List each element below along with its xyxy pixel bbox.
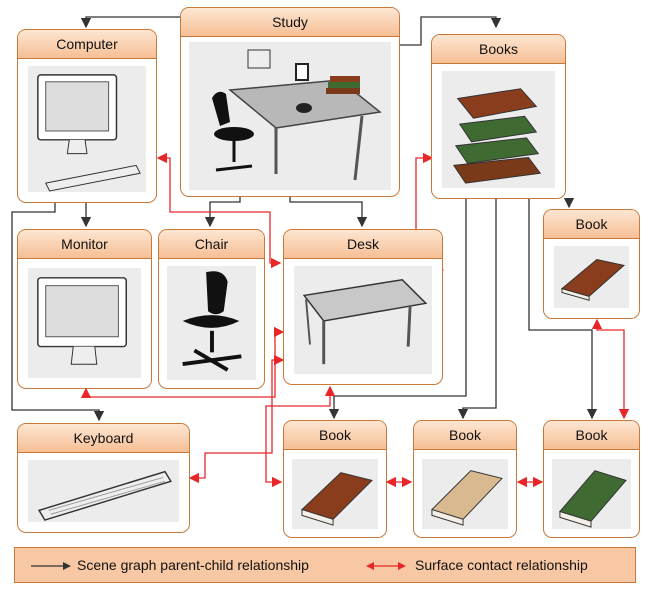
- contact-keyboard-desk: [188, 354, 285, 484]
- surface-contact-arrow-icon: [366, 562, 406, 570]
- book-right-title: Book: [544, 210, 639, 239]
- book-2-node: Book: [413, 420, 517, 538]
- study-node: Study: [180, 7, 400, 197]
- edge-books-book-2: [457, 198, 497, 420]
- book-3-image: [552, 459, 631, 529]
- desk-title: Desk: [284, 230, 442, 259]
- book-1-image: [292, 459, 378, 529]
- book-1-node: Book: [283, 420, 387, 538]
- keyboard-title: Keyboard: [18, 424, 189, 453]
- legend-parent-child-label: Scene graph parent-child relationship: [77, 557, 309, 573]
- contact-book1-desk: [265, 385, 336, 488]
- monitor-node: Monitor: [17, 229, 152, 389]
- edge-study-books: [400, 16, 502, 46]
- computer-image: [28, 66, 146, 192]
- legend-surface-contact-label: Surface contact relationship: [415, 557, 588, 573]
- edge-computer-keyboard: [11, 202, 105, 422]
- contact-book-right-book3: [591, 318, 630, 420]
- edge-study-computer: [80, 16, 180, 29]
- computer-title: Computer: [18, 30, 156, 59]
- chair-node: Chair: [158, 229, 265, 389]
- books-node: Books: [431, 34, 566, 199]
- contact-computer-desk: [156, 152, 282, 269]
- book-1-title: Book: [284, 421, 386, 450]
- chair-title: Chair: [159, 230, 264, 259]
- study-title: Study: [181, 8, 399, 37]
- books-image: [442, 71, 555, 188]
- study-image: [189, 42, 391, 190]
- edge-study-desk: [289, 196, 368, 228]
- computer-node: Computer: [17, 29, 157, 203]
- parent-child-arrow-icon: [31, 562, 71, 570]
- chair-image: [167, 266, 256, 380]
- edge-study-chair: [204, 196, 241, 228]
- desk-image: [294, 266, 432, 374]
- book-3-title: Book: [544, 421, 639, 450]
- books-title: Books: [432, 35, 565, 64]
- legend: Scene graph parent-child relationship Su…: [14, 547, 636, 583]
- monitor-title: Monitor: [18, 230, 151, 259]
- book-2-title: Book: [414, 421, 516, 450]
- desk-node: Desk: [283, 229, 443, 385]
- book-2-image: [422, 459, 508, 529]
- keyboard-node: Keyboard: [17, 423, 190, 533]
- monitor-image: [28, 268, 141, 378]
- book-right-image: [554, 246, 629, 308]
- book-right-node: Book: [543, 209, 640, 319]
- book-3-node: Book: [543, 420, 640, 538]
- keyboard-image: [28, 460, 179, 522]
